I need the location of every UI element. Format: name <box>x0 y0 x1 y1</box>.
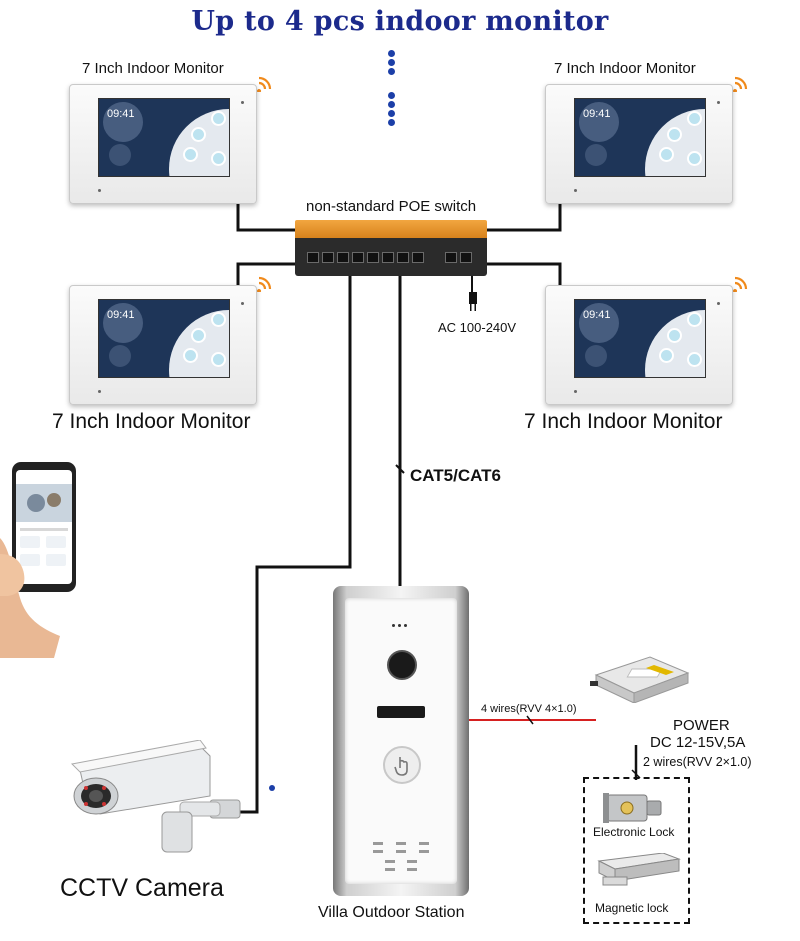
wire-monitor-top-left <box>236 195 296 232</box>
indoor-monitor-bottom-right: 09:41 <box>545 285 733 405</box>
monitor-top-right-label: 7 Inch Indoor Monitor <box>554 60 696 77</box>
magnetic-lock-label: Magnetic lock <box>595 901 669 915</box>
wifi-icon <box>257 276 272 292</box>
cctv-camera-label: CCTV Camera <box>60 874 224 902</box>
power-supply-icon <box>590 656 690 703</box>
electronic-lock-icon <box>603 793 662 823</box>
monitor-bottom-left-label: 7 Inch Indoor Monitor <box>52 410 251 433</box>
screen-time: 09:41 <box>107 108 135 120</box>
monitor-screen: 09:41 <box>98 299 230 378</box>
station-ir-window <box>377 706 425 718</box>
wifi-icon <box>733 276 748 292</box>
more-monitors-dots-2 <box>386 90 396 128</box>
magnetic-lock-icon <box>597 853 681 886</box>
call-button <box>383 746 421 784</box>
screen-time: 09:41 <box>107 309 135 321</box>
electronic-lock-label: Electronic Lock <box>593 825 675 839</box>
switch-label: non-standard POE switch <box>306 198 477 215</box>
monitor-screen: 09:41 <box>574 98 706 177</box>
monitor-bottom-right-label: 7 Inch Indoor Monitor <box>524 410 723 433</box>
screen-time: 09:41 <box>583 108 611 120</box>
monitor-top-left-label: 7 Inch Indoor Monitor <box>82 60 224 77</box>
screen-time: 09:41 <box>583 309 611 321</box>
indoor-monitor-top-left: 09:41 <box>69 84 257 204</box>
station-camera-lens <box>387 650 417 680</box>
indoor-monitor-top-right: 09:41 <box>545 84 733 204</box>
villa-outdoor-station <box>333 586 469 896</box>
diagram-title: Up to 4 pcs indoor monitor <box>191 6 609 37</box>
ac-power-label: AC 100-240V <box>438 320 517 335</box>
ac-plug-icon <box>469 292 477 311</box>
wire-monitor-top-right <box>487 195 562 232</box>
outdoor-station-label: Villa Outdoor Station <box>318 904 465 921</box>
station-power-wire-label: 4 wires(RVV 4×1.0) <box>481 703 577 715</box>
wifi-icon <box>257 76 272 92</box>
wifi-icon <box>733 76 748 92</box>
power-title: POWER <box>673 717 730 734</box>
wire-monitor-bottom-left <box>236 262 296 290</box>
power-lock-wire-label: 2 wires(RVV 2×1.0) <box>643 755 752 769</box>
monitor-screen: 09:41 <box>98 98 230 177</box>
smartphone-app-icon <box>0 462 76 658</box>
cable-break-mark <box>395 464 405 474</box>
poe-switch <box>295 220 487 276</box>
power-spec: DC 12-15V,5A <box>650 734 746 751</box>
lock-options-box: Electronic Lock Magnetic lock <box>583 777 690 924</box>
wire-cctv <box>232 276 352 814</box>
more-monitors-dots <box>386 48 396 77</box>
wire-monitor-bottom-right <box>487 262 562 290</box>
cable-type-label: CAT5/CAT6 <box>410 466 501 485</box>
finger-press-icon <box>394 757 408 776</box>
cctv-camera-icon <box>70 740 241 853</box>
monitor-screen: 09:41 <box>574 299 706 378</box>
indoor-monitor-bottom-left: 09:41 <box>69 285 257 405</box>
